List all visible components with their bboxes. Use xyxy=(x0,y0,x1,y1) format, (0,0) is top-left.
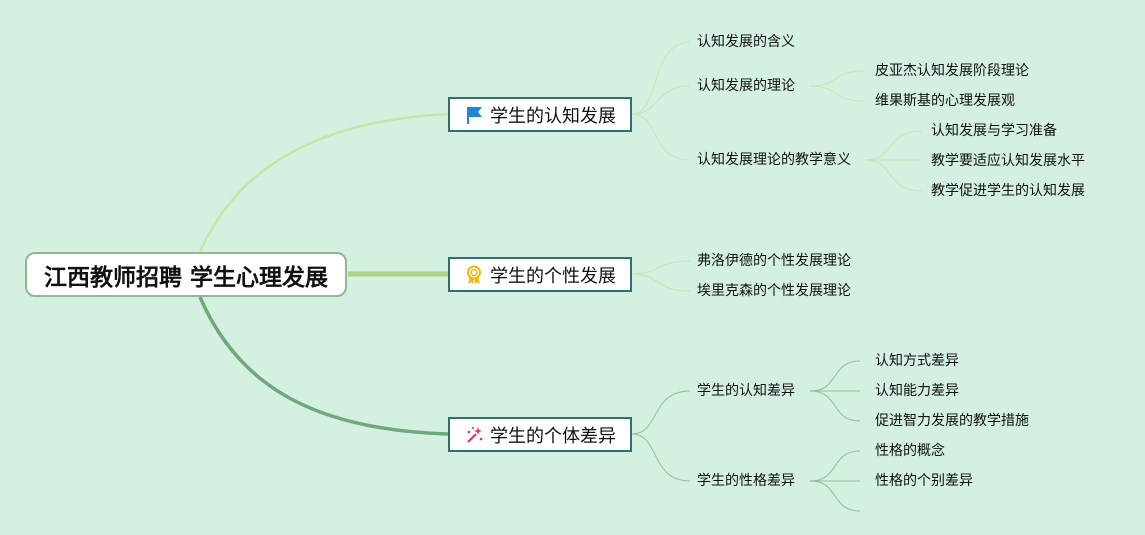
main-topic-label: 学生的认知发展 xyxy=(490,105,616,127)
subtopic-leaf[interactable]: 教学要适应认知发展水平 xyxy=(931,153,1085,169)
main-topic-label: 学生的个体差异 xyxy=(490,425,616,447)
connector-b2-c1 xyxy=(631,260,691,275)
connector-root-branch-1 xyxy=(198,112,449,253)
connector-b1-c2-g2 xyxy=(809,85,866,102)
main-topic-personality-development[interactable]: 学生的个性发展 xyxy=(448,257,632,292)
connector-b3-c1 xyxy=(631,390,691,435)
subtopic-leaf[interactable]: 维果斯基的心理发展观 xyxy=(875,93,1015,109)
connector-b3-c2-g3 xyxy=(809,480,861,512)
subtopic-leaf[interactable]: 皮亚杰认知发展阶段理论 xyxy=(875,63,1029,79)
subtopic[interactable]: 弗洛伊德的个性发展理论 xyxy=(697,253,851,269)
connector-b2-c2 xyxy=(631,273,691,292)
connector-b1-c2 xyxy=(631,85,691,115)
subtopic[interactable]: 埃里克森的个性发展理论 xyxy=(697,283,851,299)
connector-b1-c1 xyxy=(631,41,691,115)
subtopic-leaf[interactable]: 教学促进学生的认知发展 xyxy=(931,183,1085,199)
subtopic-leaf[interactable]: 性格的个别差异 xyxy=(875,473,973,489)
subtopic[interactable]: 认知发展的理论 xyxy=(697,78,795,94)
subtopic-leaf[interactable]: 性格的概念 xyxy=(875,443,945,459)
main-topic-cognitive-development[interactable]: 学生的认知发展 xyxy=(448,97,632,132)
subtopic-leaf[interactable]: 认知发展与学习准备 xyxy=(931,123,1057,139)
subtopic[interactable]: 学生的性格差异 xyxy=(697,473,795,489)
connector-b3-c2-g1 xyxy=(809,450,861,482)
flag-icon xyxy=(464,105,484,125)
subtopic-leaf[interactable]: 认知方式差异 xyxy=(875,353,959,369)
central-topic[interactable]: 江西教师招聘 学生心理发展 xyxy=(25,252,347,297)
connector-b3-c1-g1 xyxy=(809,360,861,392)
connector-b1-c3-g1 xyxy=(864,130,923,161)
connector-b1-c2-g1 xyxy=(809,70,866,87)
main-topic-individual-differences[interactable]: 学生的个体差异 xyxy=(448,417,632,452)
central-topic-label: 江西教师招聘 学生心理发展 xyxy=(43,264,328,291)
main-topic-label: 学生的个性发展 xyxy=(490,265,616,287)
connector-b1-c3 xyxy=(631,113,691,161)
sparkle-wand-icon xyxy=(464,425,484,445)
connector-b3-c1-g3 xyxy=(809,390,861,422)
award-medal-icon xyxy=(464,265,484,285)
subtopic[interactable]: 学生的认知差异 xyxy=(697,383,795,399)
subtopic[interactable]: 认知发展的含义 xyxy=(697,34,795,50)
connector-root-branch-3 xyxy=(198,296,449,436)
subtopic-leaf[interactable]: 促进智力发展的教学措施 xyxy=(875,413,1029,429)
connector-b3-c2 xyxy=(631,433,691,482)
connector-b1-c3-g3 xyxy=(864,159,923,192)
subtopic[interactable]: 认知发展理论的教学意义 xyxy=(697,152,851,168)
subtopic-leaf[interactable]: 认知能力差异 xyxy=(875,383,959,399)
